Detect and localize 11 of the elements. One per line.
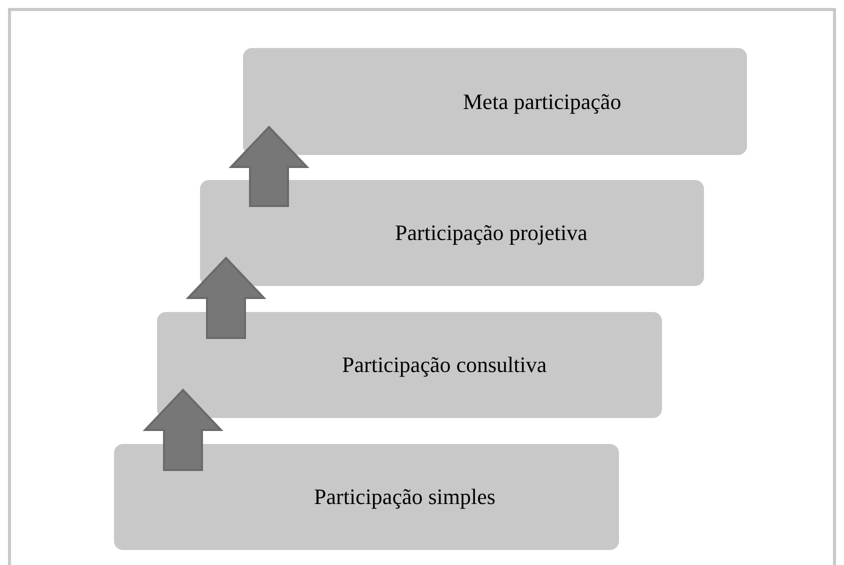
up-arrow [186,256,266,339]
step-label: Participação projetiva [395,220,588,246]
step-box [200,180,704,286]
step-label: Participação consultiva [342,352,547,378]
step-label: Participação simples [314,484,496,510]
up-arrow [228,126,310,207]
step-box [243,48,747,155]
up-arrow [142,388,224,471]
step-box [157,312,662,418]
step-label: Meta participação [463,88,622,114]
step-box [114,444,619,550]
